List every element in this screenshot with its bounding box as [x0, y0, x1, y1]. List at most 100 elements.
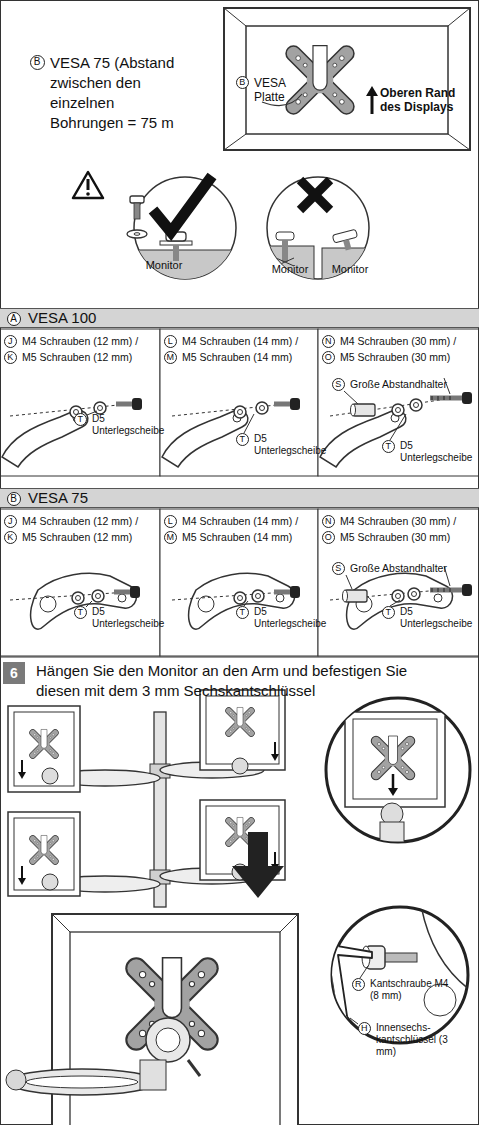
- callout-letter: NM4 Schrauben (30 mm) /: [322, 335, 335, 348]
- vesa100-panels-part: [2, 410, 88, 467]
- label-text: Große Abstandhalter: [350, 378, 470, 391]
- vesa100-panels-part: [116, 398, 142, 410]
- label-text: Hängen Sie den Monitor an den Arm und be…: [36, 661, 436, 701]
- monitor-back-part: [366, 86, 378, 96]
- label-text: 6: [3, 662, 25, 684]
- multi-monitor-stand-part: [274, 852, 276, 866]
- multi-monitor-stand-part: [18, 878, 26, 885]
- label-text: M5 Schrauben (30 mm): [340, 531, 479, 544]
- callout-letter-text: B: [8, 493, 19, 504]
- callout-letter-text: N: [323, 516, 333, 526]
- warning-symbol-part: [87, 179, 90, 190]
- callout-letter: HInnensechs- kantschlüssel (3 mm): [358, 1022, 371, 1035]
- warning-symbol-part: [73, 172, 103, 198]
- monitor-frame: Oberen Rand des DisplaysBVESA Platte: [224, 8, 470, 150]
- wrong-mounting: [262, 177, 374, 288]
- illustration-part: [0, 657, 479, 658]
- monitor-label: Monitor: [268, 262, 312, 276]
- multi-monitor-stand-part: [206, 696, 279, 764]
- monitor-back-part: [293, 46, 346, 107]
- screw-detail-part: [360, 966, 368, 978]
- multi-monitor-stand-part: [8, 812, 80, 896]
- multi-monitor-stand-part: [42, 874, 58, 890]
- mounted-monitor: [6, 914, 298, 1125]
- callout-letter-text: M: [165, 532, 175, 542]
- correct-mounting-part-part: [173, 245, 179, 261]
- multi-monitor-stand-part: [229, 817, 251, 843]
- label-text: M5 Schrauben (30 mm): [340, 351, 479, 364]
- callout-letter-text: L: [165, 516, 175, 526]
- multi-monitor-stand-part: [8, 706, 80, 792]
- screw-detail-part-part: [383, 953, 417, 962]
- detail-magnifier-part-part: [392, 774, 395, 790]
- detail-magnifier-part: [326, 698, 470, 842]
- vesa75-panels-part: [346, 575, 352, 589]
- wrong-mounting-part: [300, 180, 330, 210]
- vesa75-panels-part: [92, 590, 104, 602]
- vesa75-panels-part: [234, 592, 246, 604]
- callout-letter: JM4 Schrauben (12 mm) /: [4, 515, 17, 528]
- mounted-monitor-part: [6, 1070, 26, 1090]
- step-number: 6: [3, 662, 25, 684]
- callout-letter-text: T: [237, 607, 247, 617]
- label-text: M5 Schrauben (12 mm): [22, 531, 162, 544]
- label-text: VESA 75 (Abstand zwischen den einzelnen …: [50, 53, 188, 133]
- multi-monitor-stand-part: [21, 760, 23, 774]
- screw-detail-part-part: [420, 900, 470, 990]
- vesa100-panels-part: [320, 410, 406, 467]
- callout-letter: KM5 Schrauben (12 mm): [4, 531, 17, 544]
- warning-symbol: [73, 172, 103, 198]
- detail-magnifier-part: [345, 712, 445, 842]
- label-text: Große Abstandhalter: [350, 562, 470, 575]
- vesa75-panels-part: [114, 586, 140, 598]
- callout-letter: TD5 Unterlegscheibe: [74, 413, 87, 426]
- callout-letter: KM5 Schrauben (12 mm): [4, 351, 17, 364]
- multi-monitor-stand-part: [21, 866, 23, 880]
- wrong-mounting-part-part-part: [343, 239, 351, 250]
- vesa100-panels-part: [410, 399, 422, 411]
- multi-monitor-stand-part: [14, 712, 74, 786]
- callout-letter-text: T: [75, 414, 85, 424]
- callout-letter: TD5 Unterlegscheibe: [236, 606, 249, 619]
- detail-magnifier-part-part: [388, 788, 398, 796]
- warning-symbol-part: [86, 192, 90, 196]
- vesa75-panels-part: [390, 600, 400, 606]
- vesa100-panels-part: [390, 414, 406, 440]
- multi-monitor-stand-part: [33, 729, 55, 755]
- callout-letter-text: L: [165, 336, 175, 346]
- label-text: Monitor: [140, 258, 188, 272]
- label-text: D5 Unterlegscheibe: [400, 440, 474, 464]
- vesa100-panels-part: [10, 404, 128, 416]
- correct-mounting-part: [127, 230, 147, 238]
- callout-letter: MM5 Schrauben (14 mm): [164, 531, 177, 544]
- label-text: D5 Unterlegscheibe: [92, 606, 166, 630]
- mounted-monitor-part: [140, 1060, 166, 1090]
- detail-magnifier-part-part: [376, 736, 410, 775]
- mounted-monitor-part: [52, 914, 70, 932]
- callout-letter-text: M: [165, 352, 175, 362]
- callout-letter-text: B: [237, 77, 247, 87]
- vesa100-panels-part: [392, 404, 404, 416]
- label-text: VESA 100: [28, 309, 228, 327]
- detail-magnifier-part-part: [345, 712, 445, 807]
- wrong-mounting-part-part: [276, 232, 294, 240]
- wrong-mounting-part-part: [322, 248, 374, 288]
- monitor-back: [224, 8, 470, 150]
- screw-detail: [326, 900, 470, 1066]
- callout-letter-text: K: [5, 352, 15, 362]
- vesa75-panels-part: [72, 592, 84, 604]
- multi-monitor-stand-part: [274, 742, 276, 756]
- monitor-label: Monitor: [140, 258, 188, 272]
- vesa75-panels-part: [244, 601, 248, 606]
- correct-mounting-part: [153, 176, 212, 232]
- screw-detail-part: [350, 1018, 358, 1024]
- callout-letter: BVESA 75 (Abstand zwischen den einzelnen…: [30, 55, 45, 70]
- vesa100-panels-part: [244, 414, 254, 433]
- label-text: M4 Schrauben (30 mm) /: [340, 335, 479, 348]
- correct-mounting-part: [130, 232, 240, 290]
- callout-letter: BVESA Platte: [236, 76, 249, 89]
- label-text: D5 Unterlegscheibe: [254, 433, 328, 457]
- callout-letter: MM5 Schrauben (14 mm): [164, 351, 177, 364]
- label-text: M4 Schrauben (12 mm) /: [22, 515, 162, 528]
- vesa100-panels-part: [256, 402, 268, 414]
